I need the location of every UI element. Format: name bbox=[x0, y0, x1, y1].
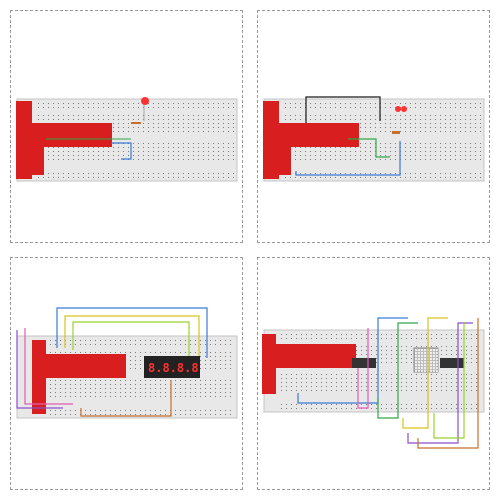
panel-led-circuit bbox=[10, 10, 243, 243]
wire-pink bbox=[357, 328, 369, 409]
circuit-diagram-3: 8.8.8.8 bbox=[16, 307, 238, 419]
wire-orange bbox=[80, 380, 172, 417]
wire-lime bbox=[72, 321, 190, 356]
gpio-breakout-board bbox=[276, 344, 356, 368]
wire-green bbox=[348, 138, 390, 158]
gpio-breakout-board bbox=[279, 123, 359, 147]
wire-blue bbox=[295, 141, 401, 176]
circuit-diagram-1 bbox=[16, 97, 238, 182]
wire-purple bbox=[407, 322, 473, 444]
display-digits: 8.8.8.8 bbox=[148, 361, 199, 375]
wire-yellow bbox=[64, 315, 200, 356]
wire-lime bbox=[433, 322, 465, 439]
wire-yellow bbox=[402, 317, 448, 429]
breadboard bbox=[263, 329, 485, 413]
panel-seven-segment-circuit: 8.8.8.8 bbox=[10, 257, 243, 490]
wire-purple bbox=[16, 330, 63, 409]
circuit-diagram-2 bbox=[263, 96, 485, 182]
breadboard-holes bbox=[281, 334, 477, 409]
gpio-ribbon-connector bbox=[262, 334, 276, 394]
wire-orange bbox=[417, 318, 479, 449]
gpio-breakout-board bbox=[32, 123, 112, 147]
seven-segment-display-icon bbox=[144, 356, 200, 378]
wire-green bbox=[377, 322, 418, 419]
gpio-breakout-board bbox=[46, 354, 126, 378]
panel-two-led-circuit bbox=[257, 10, 490, 243]
ic-chip-icon bbox=[440, 358, 464, 368]
resistor-icon bbox=[392, 131, 400, 134]
led-icon bbox=[401, 106, 407, 112]
gpio-ribbon-connector bbox=[16, 101, 32, 179]
wire-blue bbox=[56, 307, 208, 358]
led-icon bbox=[395, 106, 401, 112]
gpio-ribbon-connector bbox=[32, 340, 46, 414]
ic-chip-icon bbox=[352, 358, 376, 368]
panel-led-matrix-circuit bbox=[257, 257, 490, 490]
led-icon bbox=[141, 97, 149, 105]
wire-black bbox=[305, 96, 381, 123]
gpio-ribbon-connector bbox=[263, 101, 279, 179]
circuit-diagram-4 bbox=[262, 317, 485, 449]
wire-pink bbox=[24, 328, 73, 405]
wire-blue bbox=[111, 142, 132, 160]
